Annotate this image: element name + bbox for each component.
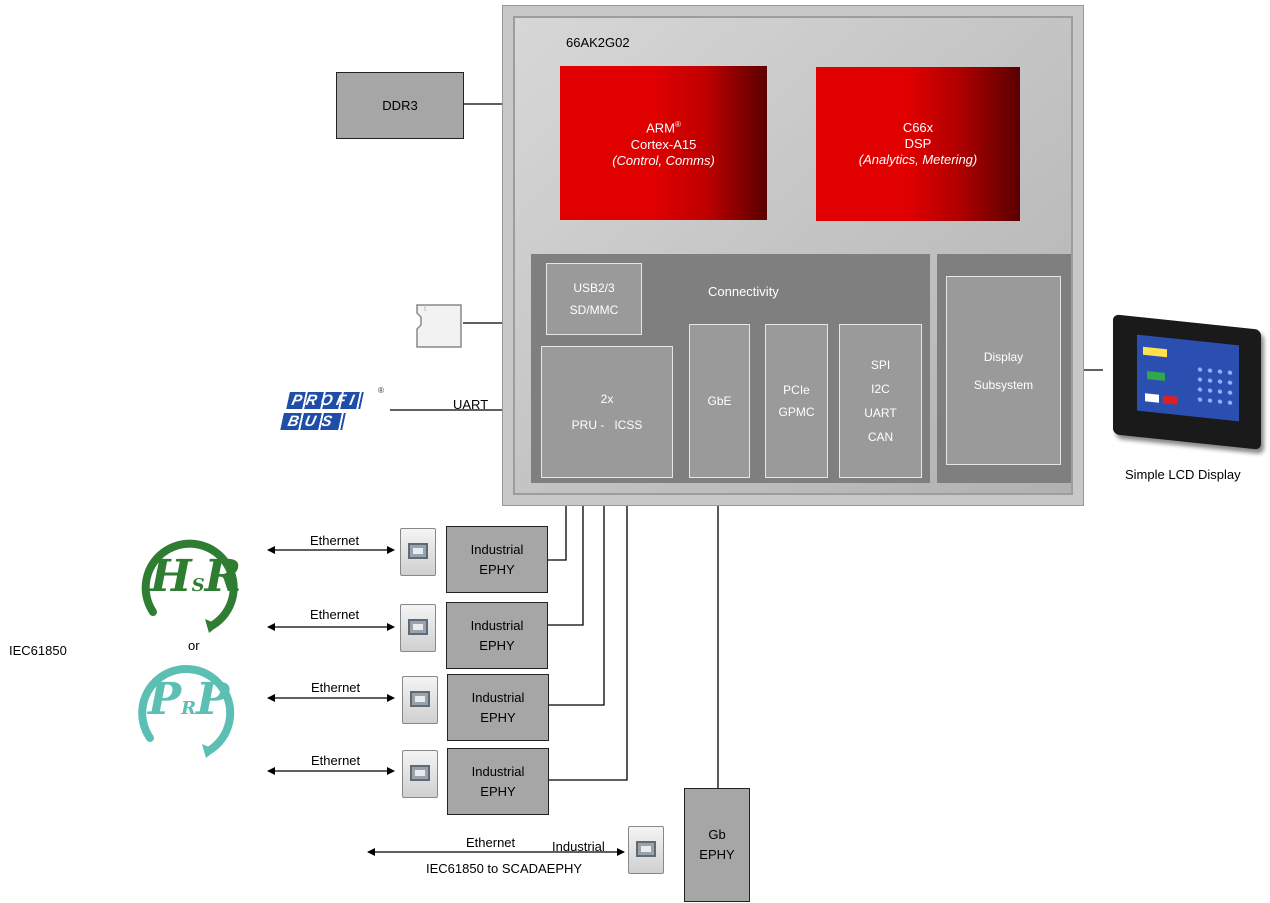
- iec61850-label: IEC61850: [9, 643, 67, 658]
- rj45-port-icon: [402, 676, 438, 724]
- arm-title: ARM®: [646, 120, 681, 136]
- ephy-4-line2: EPHY: [480, 783, 516, 799]
- i2c-label: I2C: [871, 382, 890, 396]
- dsp-role: (Analytics, Metering): [858, 152, 978, 167]
- scada-ethernet-label: Ethernet: [466, 835, 516, 850]
- rj45-port-icon: [400, 528, 436, 576]
- hsr-big: H: [150, 551, 192, 602]
- prp-big: P: [148, 674, 182, 725]
- ddr3-block: DDR3: [336, 72, 464, 139]
- lcd-display-image: [1107, 314, 1267, 454]
- rj45-port-icon: [402, 750, 438, 798]
- ethernet-label-2: Ethernet: [310, 607, 360, 622]
- spi-label: SPI: [870, 358, 891, 372]
- gb-ephy-line2: EPHY: [699, 847, 735, 862]
- pru-icss-block: 2x PRU - ICSS: [541, 346, 673, 478]
- sd-card-icon: [416, 304, 462, 348]
- ddr3-label: DDR3: [382, 98, 418, 113]
- ephy-1-line2: EPHY: [479, 561, 515, 577]
- ethernet-label-4: Ethernet: [311, 753, 361, 768]
- ephy-1-line1: Industrial: [470, 541, 524, 557]
- can-label: CAN: [867, 430, 894, 444]
- pru-count: 2x: [600, 392, 614, 406]
- gb-ephy-line1: Gb: [708, 827, 726, 842]
- usb-label: USB2/3: [573, 281, 615, 295]
- hsr-logo: [141, 539, 238, 633]
- hsr-logo-text: HSR: [150, 555, 241, 608]
- display-label-2: Subsystem: [973, 377, 1034, 392]
- connectivity-title: Connectivity: [708, 284, 779, 299]
- profibus-line1: PROFI: [286, 392, 364, 409]
- ethernet-label-3: Ethernet: [311, 680, 361, 695]
- soc-name: 66AK2G02: [566, 35, 630, 50]
- usb-sdmmc-block: USB2/3 SD/MMC: [546, 263, 642, 335]
- rj45-port-icon: [628, 826, 664, 874]
- gbe-block: GbE: [689, 324, 750, 478]
- uart-link-label: UART: [453, 397, 489, 412]
- gb-ephy-block: Gb EPHY: [684, 788, 750, 902]
- ephy-2-line1: Industrial: [470, 617, 524, 633]
- arm-role: (Control, Comms): [612, 152, 715, 168]
- pru-label: PRU - ICSS: [571, 418, 643, 432]
- display-label-1: Display: [983, 349, 1024, 364]
- industrial-ephy-2: Industrial EPHY: [446, 602, 548, 669]
- profibus-logo: PROFI BUS ®: [278, 386, 390, 436]
- ephy-2-line2: EPHY: [479, 637, 515, 653]
- pcie-gpmc-block: PCIe GPMC: [765, 324, 828, 478]
- profibus-registered: ®: [378, 386, 384, 395]
- ephy-3-line1: Industrial: [471, 689, 525, 705]
- ephy-4-line1: Industrial: [471, 763, 525, 779]
- rj45-port-icon: [400, 604, 436, 652]
- ethernet-label-1: Ethernet: [310, 533, 360, 548]
- industrial-ephy-4: Industrial EPHY: [447, 748, 549, 815]
- scada-caption: IEC61850 to SCADAEPHY: [426, 861, 583, 876]
- display-subsystem-block: Display Subsystem: [946, 276, 1061, 465]
- prp-end: P: [196, 674, 230, 725]
- dsp-type: DSP: [904, 136, 932, 151]
- gpmc-label: GPMC: [778, 405, 815, 419]
- prp-logo-text: PRP: [148, 678, 229, 731]
- prp-small: R: [181, 698, 197, 719]
- prp-logo: [138, 665, 235, 758]
- hsr-small: S: [191, 575, 205, 596]
- pcie-label: PCIe: [783, 383, 810, 397]
- gbe-label: GbE: [707, 394, 732, 408]
- dsp-core-block: C66x DSP (Analytics, Metering): [816, 67, 1020, 221]
- sdmmc-label: SD/MMC: [569, 303, 619, 317]
- uart-label: UART: [864, 406, 897, 420]
- arm-model: Cortex-A15: [630, 136, 697, 152]
- industrial-ephy-3: Industrial EPHY: [447, 674, 549, 741]
- industrial-ephy-1: Industrial EPHY: [446, 526, 548, 593]
- ephy-3-line2: EPHY: [480, 709, 516, 725]
- scada-industrial-label: Industrial: [552, 839, 605, 854]
- dsp-title: C66x: [902, 120, 934, 135]
- profibus-line2: BUS: [280, 413, 346, 430]
- lcd-caption: Simple LCD Display: [1125, 467, 1241, 482]
- or-label: or: [188, 638, 200, 653]
- hsr-end: R: [204, 551, 242, 602]
- serial-interfaces-block: SPI I2C UART CAN: [839, 324, 922, 478]
- arm-core-block: ARM® Cortex-A15 (Control, Comms): [560, 66, 767, 220]
